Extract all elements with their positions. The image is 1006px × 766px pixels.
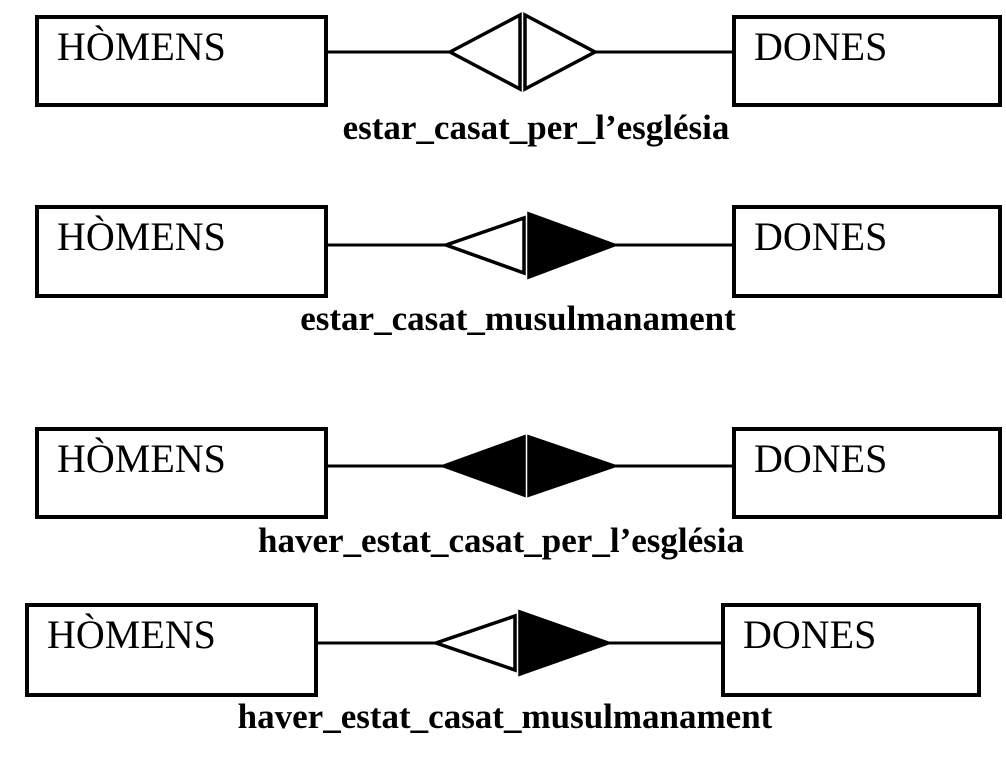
entity-label-homens: HÒMENS [47, 612, 216, 657]
relationship-left-triangle [446, 12, 522, 92]
relationship-right-triangle [523, 12, 599, 92]
entity-box-dones: DONES [732, 427, 1002, 519]
entity-label-homens: HÒMENS [57, 214, 226, 259]
entity-label-homens: HÒMENS [57, 24, 226, 69]
relationship-caption: haver_estat_casat_per_l’església [258, 521, 744, 560]
relationship-right-triangle [527, 211, 620, 280]
entity-label-dones: DONES [754, 214, 888, 259]
entity-label-dones: DONES [754, 436, 888, 481]
relationship-left-triangle [438, 434, 526, 498]
relationship-caption: estar_casat_per_l’església [342, 108, 730, 147]
entity-box-dones: DONES [732, 205, 1002, 298]
entity-box-homens: HÒMENS [35, 205, 328, 298]
entity-box-dones: DONES [721, 603, 981, 697]
entity-label-dones: DONES [754, 24, 888, 69]
entity-box-dones: DONES [732, 15, 1002, 107]
relationship-left-triangle [440, 215, 526, 276]
relationship-caption: estar_casat_musulmanament [300, 299, 736, 338]
relationship-right-triangle [527, 434, 620, 498]
entity-box-homens: HÒMENS [35, 15, 328, 107]
entity-box-homens: HÒMENS [35, 427, 328, 519]
entity-label-dones: DONES [743, 612, 877, 657]
entity-box-homens: HÒMENS [25, 603, 318, 697]
relationship-right-triangle [518, 609, 614, 677]
relationship-caption: haver_estat_casat_musulmanament [237, 697, 773, 736]
entity-label-homens: HÒMENS [57, 436, 226, 481]
relationship-left-triangle [430, 613, 517, 673]
